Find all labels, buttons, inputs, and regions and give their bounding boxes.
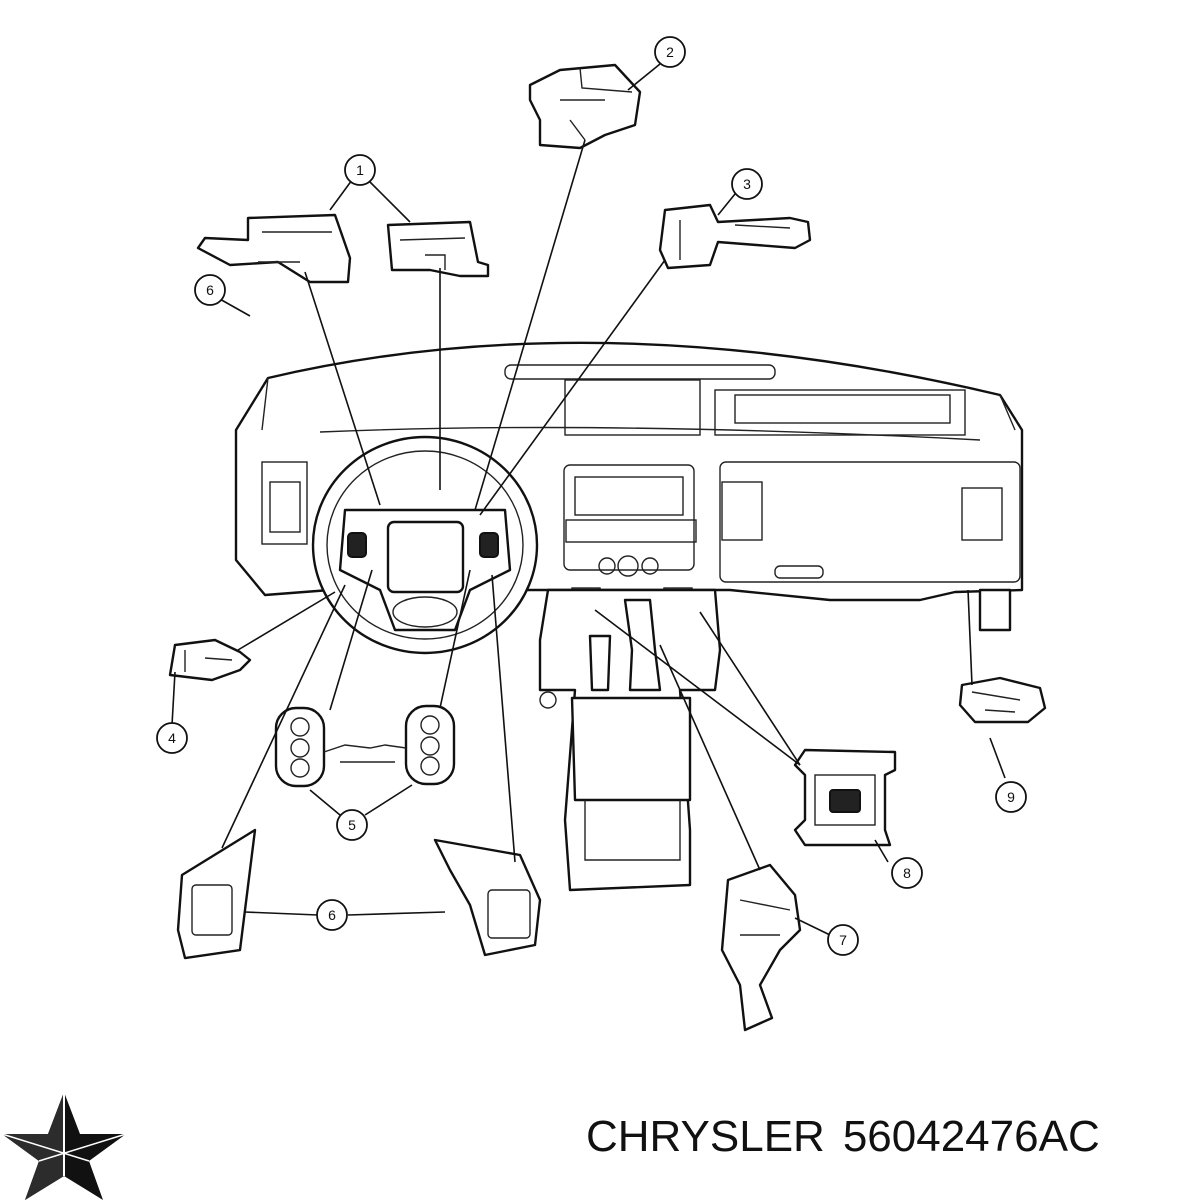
callout-1: 1 xyxy=(344,154,376,186)
callout-3: 3 xyxy=(731,168,763,200)
part-8-seat-switch xyxy=(793,748,897,847)
svg-text:7: 7 xyxy=(839,932,847,948)
part-3-switch xyxy=(658,203,812,270)
chrysler-pentastar-icon xyxy=(1,1092,127,1200)
svg-text:4: 4 xyxy=(168,730,176,746)
svg-text:1: 1 xyxy=(356,162,364,178)
svg-text:2: 2 xyxy=(666,44,674,60)
svg-text:8: 8 xyxy=(903,865,911,881)
part-7-bracket xyxy=(720,863,802,1032)
callout-8: 8 xyxy=(891,857,923,889)
part-4-switch xyxy=(168,638,252,682)
callout-6-lower: 6 xyxy=(316,899,348,931)
part-9-sensor xyxy=(958,676,1047,724)
svg-text:6: 6 xyxy=(328,907,336,923)
leader-lines xyxy=(171,63,1006,936)
callout-5: 5 xyxy=(336,809,368,841)
part-5-switches xyxy=(274,704,456,788)
part-2-module xyxy=(528,63,642,150)
part-number: 56042476AC xyxy=(842,1112,1100,1161)
part-caption: CHRYSLER 56042476AC xyxy=(586,1112,1186,1176)
svg-text:5: 5 xyxy=(348,817,356,833)
callout-2: 2 xyxy=(654,36,686,68)
svg-text:6: 6 xyxy=(206,282,214,298)
manufacturer-name: CHRYSLER xyxy=(586,1112,825,1161)
callout-9: 9 xyxy=(995,781,1027,813)
part-6-bezels xyxy=(176,828,542,960)
callout-6-upper: 6 xyxy=(194,274,226,306)
part-1-clockspring xyxy=(196,213,490,284)
callout-4: 4 xyxy=(156,722,188,754)
svg-text:3: 3 xyxy=(743,176,751,192)
steering-wheel xyxy=(311,435,539,655)
callout-7: 7 xyxy=(827,924,859,956)
center-console xyxy=(538,588,722,892)
svg-text:9: 9 xyxy=(1007,789,1015,805)
